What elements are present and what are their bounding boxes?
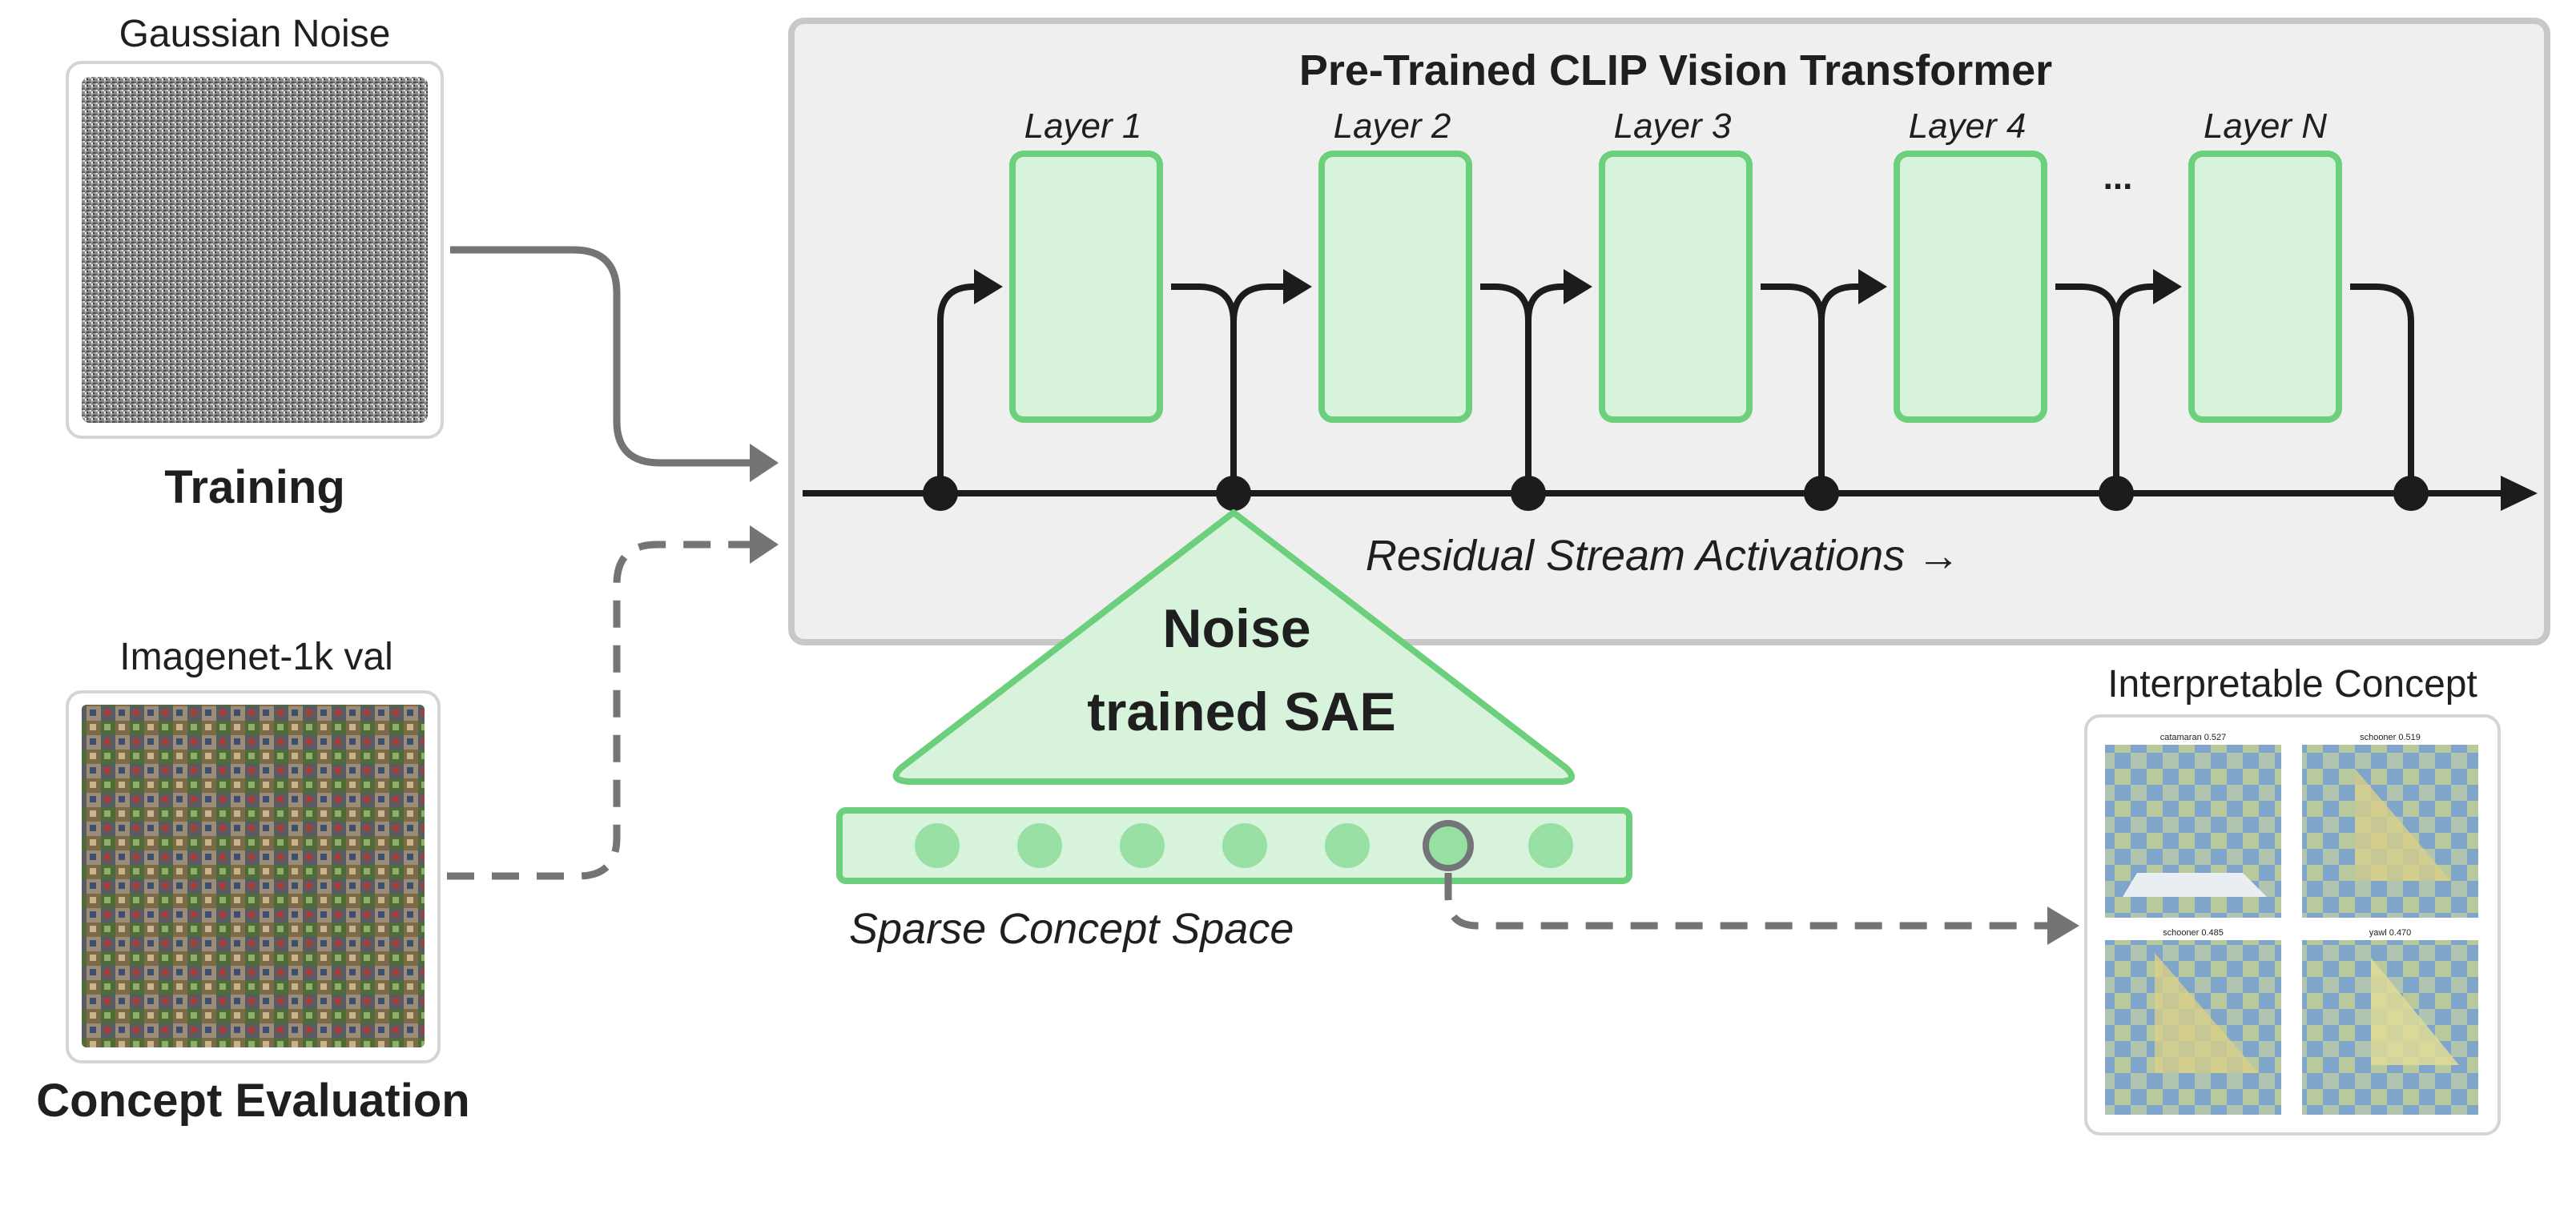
- sae-label-line-2: trained SAE: [1087, 681, 1395, 742]
- concept-unit-3: [1120, 823, 1165, 868]
- interpretable-concept-title: Interpretable Concept: [2107, 663, 2477, 705]
- branch-into-layer-2: [1230, 283, 1286, 493]
- concept-panel-1-caption: catamaran 0.527: [2160, 733, 2227, 742]
- concept-panel-1-boat: [2123, 873, 2267, 897]
- layers-ellipsis: ...: [2103, 158, 2133, 197]
- residual-stream-label: Residual Stream Activations →: [1366, 532, 1960, 580]
- concept-panel-3-sail: [2155, 953, 2259, 1073]
- concept-arrow: [1444, 873, 2051, 930]
- concept-unit-5: [1325, 823, 1370, 868]
- concept-unit-selected: [1423, 820, 1474, 871]
- stream-node-5: [2099, 476, 2134, 511]
- training-arrow: [450, 246, 753, 467]
- concept-unit-2: [1017, 823, 1062, 868]
- branch-into-layer-4-head: [1858, 269, 1887, 304]
- stream-node-3: [1511, 476, 1546, 511]
- concept-panel-2-sail: [2355, 769, 2451, 881]
- branch-into-layer-n-head: [2153, 269, 2182, 304]
- layer-3-block: [1599, 151, 1753, 423]
- layer-3-label: Layer 3: [1614, 107, 1732, 146]
- training-caption: Training: [164, 461, 345, 513]
- layer-n-block: [2188, 151, 2342, 423]
- branch-into-layer-1: [937, 283, 979, 493]
- imagenet-mosaic-image: [82, 705, 425, 1047]
- residual-stream-arrowhead: [2501, 476, 2538, 511]
- layer-4-label: Layer 4: [1909, 107, 2027, 146]
- sae-triangle: [892, 509, 1575, 785]
- branch-into-layer-2-head: [1283, 269, 1312, 304]
- imagenet-input-title: Imagenet-1k val: [119, 636, 393, 678]
- training-arrow-head: [750, 444, 779, 482]
- layer-4-block: [1894, 151, 2047, 423]
- concept-unit-1: [915, 823, 960, 868]
- concept-panel-2-caption: schooner 0.519: [2360, 733, 2421, 742]
- noise-input-title: Gaussian Noise: [119, 13, 391, 55]
- sparse-concept-space-label: Sparse Concept Space: [849, 905, 1294, 953]
- stream-node-2: [1216, 476, 1251, 511]
- layer-n-label: Layer N: [2204, 107, 2327, 146]
- sae-label-line-1: Noise: [1162, 598, 1310, 659]
- layer-2-label: Layer 2: [1334, 107, 1451, 146]
- vit-title: Pre-Trained CLIP Vision Transformer: [1299, 46, 2052, 94]
- layer-n-output: [2350, 283, 2414, 493]
- stream-node-1: [923, 476, 958, 511]
- concept-unit-7: [1528, 823, 1573, 868]
- branch-into-layer-3: [1525, 283, 1567, 493]
- concept-arrow-head: [2047, 906, 2079, 945]
- concept-panel-3-caption: schooner 0.485: [2163, 928, 2224, 938]
- concept-panel-4-caption: yawl 0.470: [2369, 928, 2412, 938]
- concept-evaluation-caption: Concept Evaluation: [36, 1075, 469, 1127]
- branch-into-layer-4: [1818, 283, 1862, 493]
- branch-into-layer-1-head: [974, 269, 1003, 304]
- layer-2-block: [1318, 151, 1472, 423]
- stream-node-4: [1804, 476, 1839, 511]
- noise-image: [82, 77, 428, 423]
- layer-1-block: [1009, 151, 1163, 423]
- stream-node-6: [2393, 476, 2429, 511]
- concept-panel-4-sail: [2371, 958, 2459, 1065]
- evaluation-arrow: [447, 541, 753, 880]
- evaluation-arrow-head: [750, 525, 779, 564]
- layer-1-label: Layer 1: [1024, 107, 1142, 146]
- branch-into-layer-3-head: [1564, 269, 1592, 304]
- concept-unit-4: [1222, 823, 1267, 868]
- branch-into-layer-n: [2113, 283, 2156, 493]
